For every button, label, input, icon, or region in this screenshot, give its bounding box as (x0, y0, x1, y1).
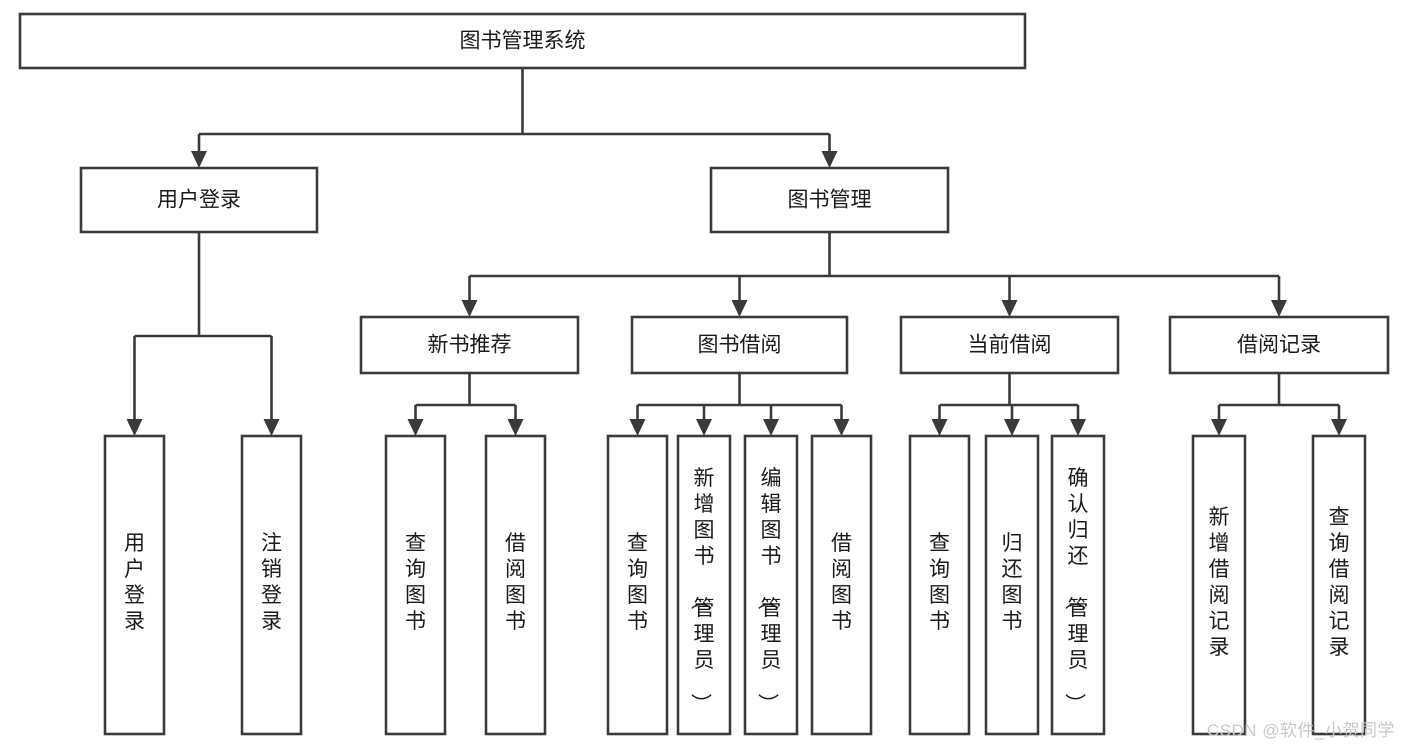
node-label-leaf-query-book-recommend: 查询图书 (405, 532, 426, 633)
node-label-leaf-query-borrow-record: 查询借阅记录 (1329, 506, 1350, 659)
node-leaf-add-borrow-record[interactable]: 新增借阅记录 (1191, 434, 1247, 736)
node-box-leaf-user-login[interactable] (103, 434, 166, 736)
connector-group (1211, 373, 1347, 436)
node-box-current-borrow[interactable] (899, 315, 1120, 375)
node-box-root[interactable] (18, 12, 1027, 70)
node-leaf-query-book-borrow[interactable]: 查询图书 (606, 434, 669, 736)
connector-group (191, 68, 838, 168)
node-label-leaf-borrow-book: 借阅图书 (831, 532, 852, 633)
connector-layer (126, 68, 1347, 436)
node-label-leaf-confirm-return: 确认归还（管理员） (1063, 467, 1089, 714)
node-box-book-management[interactable] (709, 166, 950, 234)
node-user-login[interactable]: 用户登录 (79, 166, 319, 234)
node-label-book-management: 图书管理 (788, 189, 872, 212)
node-box-new-book-recommend[interactable] (359, 315, 580, 375)
node-root[interactable]: 图书管理系统 (18, 12, 1027, 70)
node-leaf-borrow-book-recommend[interactable]: 借阅图书 (484, 434, 547, 736)
node-label-leaf-logout: 注销登录 (261, 532, 282, 633)
node-current-borrow[interactable]: 当前借阅 (899, 315, 1120, 375)
node-box-leaf-borrow-book-recommend[interactable] (484, 434, 547, 736)
node-label-root: 图书管理系统 (460, 30, 586, 53)
node-layer: 图书管理系统用户登录图书管理新书推荐图书借阅当前借阅借阅记录用户登录注销登录查询… (18, 12, 1390, 736)
node-label-leaf-borrow-book-recommend: 借阅图书 (505, 532, 526, 633)
node-label-leaf-user-login: 用户登录 (124, 532, 145, 633)
node-label-current-borrow: 当前借阅 (968, 334, 1052, 357)
node-label-leaf-query-book-current: 查询图书 (929, 532, 950, 633)
connector-group (461, 232, 1287, 317)
node-label-borrow-records: 借阅记录 (1237, 334, 1321, 357)
node-label-leaf-add-borrow-record: 新增借阅记录 (1209, 506, 1230, 659)
node-label-leaf-query-book-borrow: 查询图书 (627, 532, 648, 633)
node-new-book-recommend[interactable]: 新书推荐 (359, 315, 580, 375)
connector-group (407, 373, 524, 436)
node-label-book-borrow: 图书借阅 (698, 334, 782, 357)
node-box-leaf-borrow-book[interactable] (810, 434, 873, 736)
node-box-leaf-query-book-borrow[interactable] (606, 434, 669, 736)
node-box-leaf-edit-book[interactable] (743, 434, 799, 736)
node-leaf-query-borrow-record[interactable]: 查询借阅记录 (1311, 434, 1367, 736)
node-leaf-logout[interactable]: 注销登录 (240, 434, 303, 736)
node-box-leaf-add-borrow-record[interactable] (1191, 434, 1247, 736)
node-box-leaf-add-book[interactable] (676, 434, 732, 736)
node-label-leaf-edit-book: 编辑图书（管理员） (756, 467, 782, 714)
node-box-leaf-query-borrow-record[interactable] (1311, 434, 1367, 736)
node-box-leaf-query-book-recommend[interactable] (384, 434, 447, 736)
node-book-borrow[interactable]: 图书借阅 (630, 315, 849, 375)
node-leaf-edit-book[interactable]: 编辑图书（管理员） (743, 434, 799, 736)
node-box-leaf-query-book-current[interactable] (908, 434, 971, 736)
node-box-user-login[interactable] (79, 166, 319, 234)
node-leaf-return-book[interactable]: 归还图书 (984, 434, 1040, 736)
node-label-leaf-add-book: 新增图书（管理员） (689, 467, 715, 714)
node-label-user-login: 用户登录 (157, 189, 241, 212)
node-leaf-confirm-return[interactable]: 确认归还（管理员） (1050, 434, 1106, 736)
node-box-leaf-return-book[interactable] (984, 434, 1040, 736)
node-leaf-borrow-book[interactable]: 借阅图书 (810, 434, 873, 736)
node-box-leaf-logout[interactable] (240, 434, 303, 736)
node-label-new-book-recommend: 新书推荐 (428, 334, 512, 357)
node-box-leaf-confirm-return[interactable] (1050, 434, 1106, 736)
node-book-management[interactable]: 图书管理 (709, 166, 950, 234)
node-leaf-query-book-current[interactable]: 查询图书 (908, 434, 971, 736)
node-box-borrow-records[interactable] (1168, 315, 1390, 375)
connector-group (931, 373, 1086, 436)
node-leaf-query-book-recommend[interactable]: 查询图书 (384, 434, 447, 736)
node-box-book-borrow[interactable] (630, 315, 849, 375)
connector-group (126, 232, 280, 436)
node-borrow-records[interactable]: 借阅记录 (1168, 315, 1390, 375)
node-leaf-user-login[interactable]: 用户登录 (103, 434, 166, 736)
connector-group (629, 373, 850, 436)
node-label-leaf-return-book: 归还图书 (1002, 532, 1023, 633)
node-leaf-add-book[interactable]: 新增图书（管理员） (676, 434, 732, 736)
